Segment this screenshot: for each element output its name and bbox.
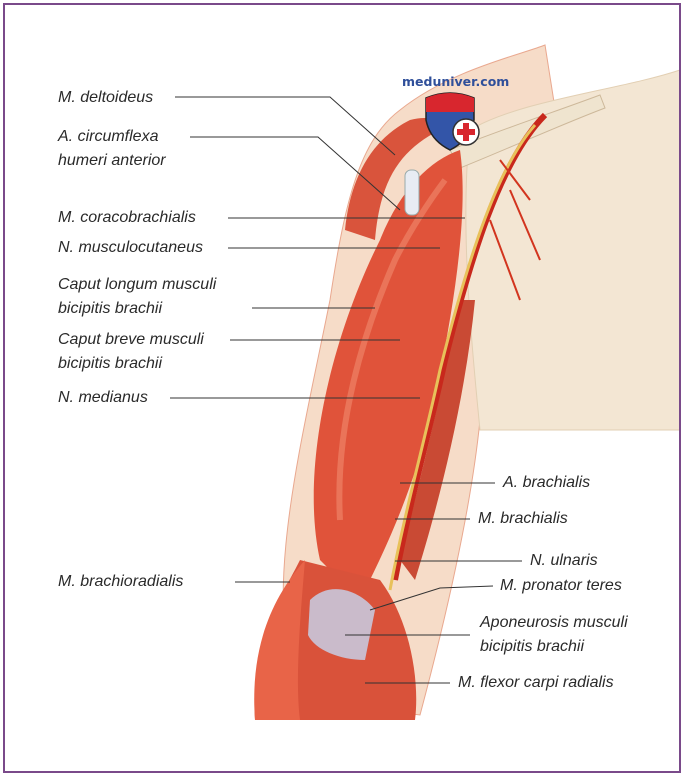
label-pronator: M. pronator teres bbox=[500, 577, 622, 594]
label-flexor: M. flexor carpi radialis bbox=[458, 674, 614, 691]
label-deltoideus: M. deltoideus bbox=[58, 89, 154, 106]
label-medianus: N. medianus bbox=[58, 389, 148, 406]
median-nerve bbox=[388, 124, 537, 591]
label-brachioradialis: M. brachioradialis bbox=[58, 573, 184, 590]
figure-frame bbox=[3, 3, 681, 773]
label-m-brachialis: M. brachialis bbox=[478, 510, 568, 527]
deltoid-muscle bbox=[345, 118, 440, 240]
leader-lines bbox=[170, 96, 522, 684]
scapula bbox=[465, 69, 681, 431]
brachioradialis-muscle bbox=[254, 560, 305, 720]
watermark-shield-icon bbox=[425, 92, 480, 151]
tendon bbox=[404, 169, 420, 216]
biceps-muscle bbox=[313, 150, 463, 600]
brachialis-muscle bbox=[400, 300, 475, 580]
arterial-branches bbox=[489, 159, 541, 301]
label-musculocutaneus: N. musculocutaneus bbox=[58, 239, 203, 256]
label-coracobrachialis: M. coracobrachialis bbox=[58, 209, 196, 226]
aponeurosis bbox=[308, 589, 375, 660]
label-ulnaris: N. ulnaris bbox=[530, 552, 598, 569]
watermark-text: meduniver.com bbox=[402, 74, 510, 89]
biceps-highlight bbox=[336, 178, 448, 521]
label-a-brachialis: A. brachialis bbox=[503, 474, 591, 491]
